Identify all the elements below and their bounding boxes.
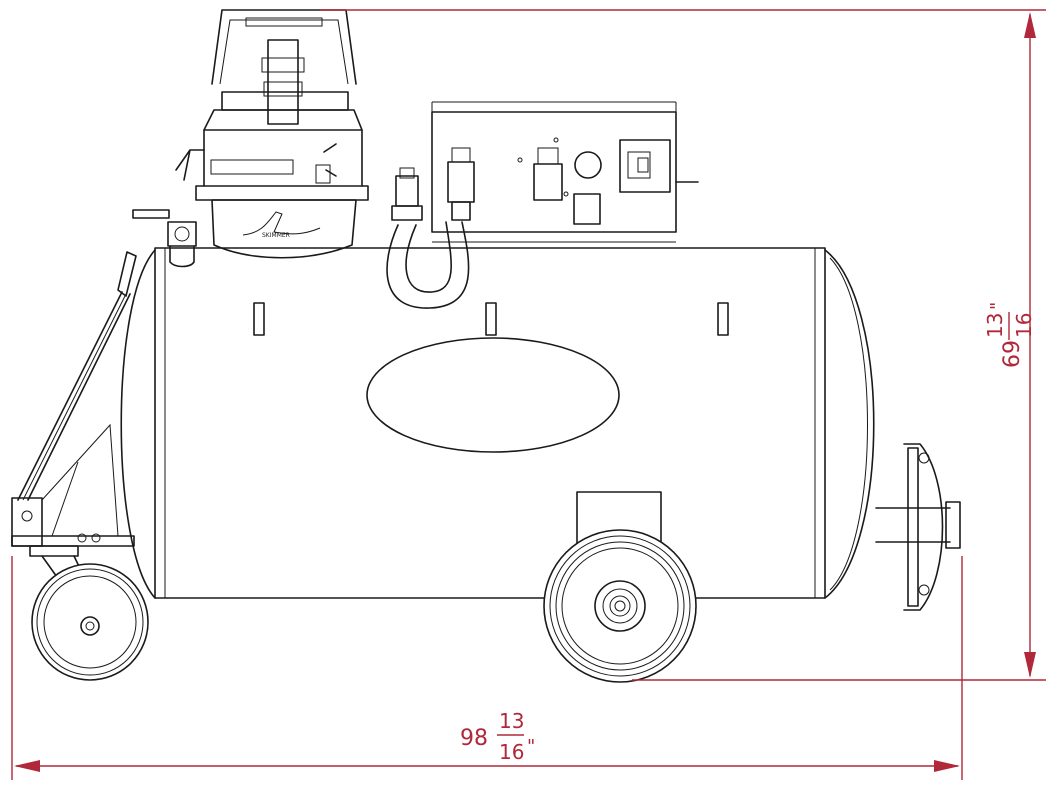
caster-wheel (31, 563, 149, 681)
width-whole: 98 (460, 726, 488, 751)
rear-wheel (543, 529, 697, 683)
control-panel (431, 101, 699, 243)
width-denominator: 16 (499, 740, 524, 764)
width-numerator: 13 (499, 709, 524, 733)
ball-valve (132, 209, 197, 268)
rear-hatch (875, 443, 961, 611)
height-label: 69 13 16 " (983, 302, 1036, 368)
width-label: 98 13 16 " (460, 709, 535, 764)
hose (386, 147, 475, 309)
logo-text: SKIMMER (262, 232, 290, 239)
hopper-unit: SKIMMER (175, 9, 369, 259)
height-numerator: 13 (983, 313, 1007, 338)
width-unit: " (527, 736, 535, 757)
width-dimension (11, 556, 963, 780)
height-whole: 69 (1000, 340, 1025, 368)
push-handle (17, 251, 137, 537)
tank-body (120, 247, 875, 599)
lifting-slots (253, 302, 729, 336)
height-unit: " (987, 302, 1008, 310)
height-denominator: 16 (1012, 313, 1036, 338)
height-dimension (320, 9, 1046, 681)
label-oval (366, 337, 620, 453)
